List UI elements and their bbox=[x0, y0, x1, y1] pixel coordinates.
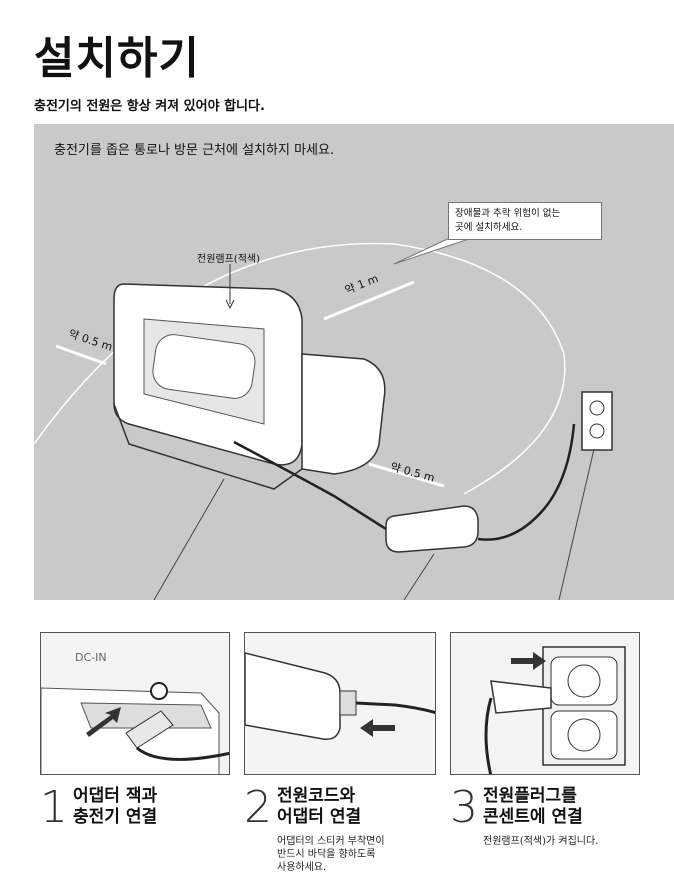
placement-callout: 장애물과 추락 위험이 없는 곳에 설치하세요. bbox=[448, 202, 602, 240]
step2-title: 전원코드와 어댑터 연결 bbox=[277, 786, 362, 827]
step3-number: 3 bbox=[450, 782, 478, 833]
dist-arrow-right bbox=[368, 462, 445, 488]
charger-placement-illustration bbox=[34, 235, 613, 600]
step1-number: 1 bbox=[40, 782, 68, 833]
step2-photo bbox=[244, 632, 436, 775]
step2-note: 어댑터의 스티커 부착면이 반드시 바닥을 향하도록 사용하세요. bbox=[277, 836, 385, 873]
step1-photo: DC-IN bbox=[40, 632, 230, 775]
wall-plug-illustration bbox=[484, 646, 626, 774]
step1-title: 어댑터 잭과 충전기 연결 bbox=[73, 786, 158, 827]
step3-title: 전원플러그를 콘센트에 연결 bbox=[483, 786, 583, 827]
adapter-cord-illustration bbox=[245, 652, 435, 741]
dist-arrow-top bbox=[323, 280, 415, 321]
ac-cord bbox=[477, 423, 576, 541]
step3-note: 전원램프(적색)가 켜집니다. bbox=[483, 836, 599, 847]
power-lamp-label: 전원램프(적색) bbox=[197, 254, 261, 265]
page-subtitle: 충전기의 전원은 항상 켜져 있어야 합니다. bbox=[34, 99, 265, 114]
dist-arrow-left bbox=[55, 344, 107, 366]
step2-number: 2 bbox=[244, 782, 272, 833]
dc-cable bbox=[233, 440, 387, 531]
power-adapter bbox=[385, 505, 479, 553]
wall-outlet bbox=[581, 391, 613, 451]
dc-in-label: DC-IN bbox=[75, 651, 107, 664]
dc-in-jack-illustration bbox=[41, 682, 229, 774]
step3-photo bbox=[450, 632, 640, 775]
charger-ramp bbox=[301, 353, 386, 475]
page-title: 설치하기 bbox=[34, 33, 200, 84]
installation-diagram-panel: 충전기를 좁은 통로나 방문 근처에 설치하지 마세요. 장애물과 추 bbox=[34, 124, 674, 600]
diagram-caption: 충전기를 좁은 통로나 방문 근처에 설치하지 마세요. bbox=[54, 143, 335, 158]
